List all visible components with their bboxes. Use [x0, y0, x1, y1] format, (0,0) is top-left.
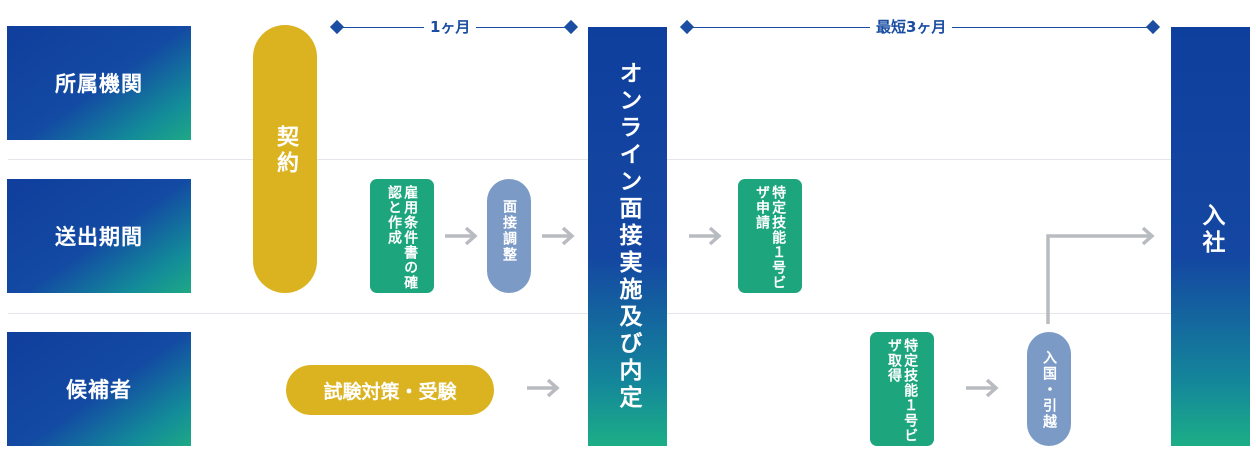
step-exam-prep: 試験対策・受験: [286, 365, 494, 415]
step-employment-terms: 雇用条件書の確認と作成: [370, 179, 434, 293]
arrow-right-icon: [966, 378, 999, 398]
arrow-right-icon: [542, 226, 575, 246]
step-join: 入社: [1171, 27, 1250, 446]
step-interview-coord-label: 面接調整: [501, 199, 517, 263]
step-online-interview: オンライン面接実施及び内定: [588, 27, 667, 446]
step-exam-prep-label: 試験対策・受験: [323, 380, 457, 403]
period-marker-first: 1ヶ月: [329, 16, 579, 38]
step-interview-coord: 面接調整: [487, 179, 531, 293]
arrow-right-icon: [445, 226, 478, 246]
arrow-right-icon: [689, 226, 722, 246]
step-entry-move-label: 入国・引越: [1041, 350, 1057, 430]
step-visa-obtain: 特定技能１号ビザ取得: [870, 332, 934, 446]
step-visa-obtain-label: 特定技能１号ビザ取得: [886, 338, 919, 443]
step-employment-terms-label: 雇用条件書の確認と作成: [386, 185, 419, 290]
period-label-first: 1ヶ月: [424, 16, 477, 38]
period-start-diamond: [329, 19, 345, 35]
period-start-diamond: [679, 19, 695, 35]
lane-label-sending: 送出期間: [7, 179, 191, 293]
lane-label-text: 送出期間: [55, 225, 143, 249]
step-entry-move: 入国・引越: [1027, 332, 1071, 446]
lane-label-text: 候補者: [66, 378, 132, 402]
step-visa-apply-label: 特定技能１号ビザ申請: [754, 185, 787, 290]
period-label-second: 最短3ヶ月: [870, 16, 953, 38]
step-contract: 契約: [253, 25, 317, 293]
lane-label-candidate: 候補者: [7, 332, 191, 446]
lane-label-affiliation: 所属機関: [7, 26, 191, 140]
period-end-diamond: [1145, 19, 1161, 35]
elbow-arrow-icon: [1046, 226, 1155, 324]
period-end-diamond: [563, 19, 579, 35]
period-marker-second: 最短3ヶ月: [679, 16, 1161, 38]
arrow-right-icon: [527, 378, 560, 398]
step-contract-label: 契約: [273, 125, 298, 177]
step-visa-apply: 特定技能１号ビザ申請: [738, 179, 802, 293]
lane-label-text: 所属機関: [55, 72, 143, 96]
step-join-label: 入社: [1198, 203, 1224, 257]
step-online-interview-label: オンライン面接実施及び内定: [615, 61, 641, 412]
